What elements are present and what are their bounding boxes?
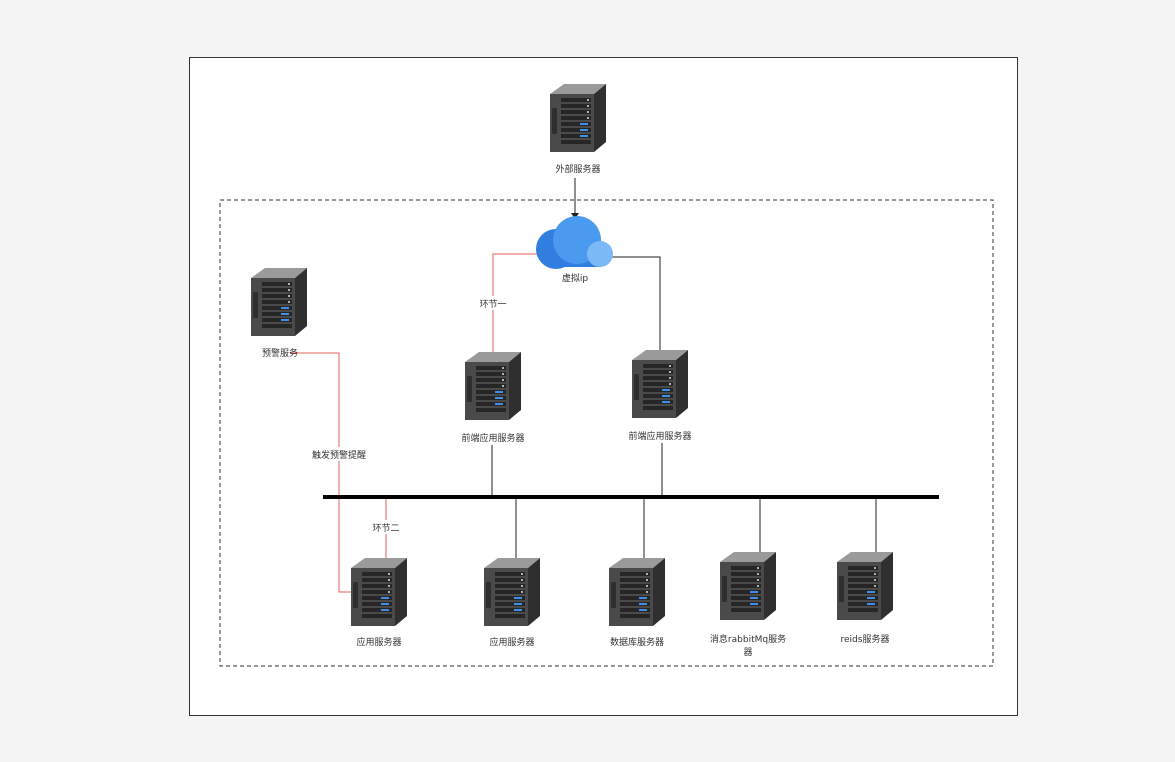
database-server-label: 数据库服务器 bbox=[610, 636, 664, 648]
frontend-server-1-node[interactable]: 前端应用服务器 bbox=[461, 352, 525, 444]
virtual-ip-node[interactable]: 虚拟ip bbox=[536, 216, 613, 284]
server-icon bbox=[351, 558, 407, 626]
alert-service-node[interactable]: 预警服务 bbox=[251, 268, 307, 359]
external-server-node[interactable]: 外部服务器 bbox=[550, 84, 606, 175]
alert-service-label: 预警服务 bbox=[262, 347, 298, 359]
server-icon bbox=[632, 350, 688, 418]
frontend-server-1-label: 前端应用服务器 bbox=[461, 432, 524, 444]
arrow-head-icon bbox=[571, 213, 579, 219]
frontend-server-2-node[interactable]: 前端应用服务器 bbox=[628, 350, 692, 442]
server-icon bbox=[609, 558, 665, 626]
redis-server-label: reids服务器 bbox=[841, 633, 890, 645]
cloud-icon bbox=[536, 216, 613, 269]
external-server-label: 外部服务器 bbox=[555, 163, 600, 175]
rabbitmq-server-node[interactable]: 消息rabbitMq服务 器 bbox=[710, 552, 786, 658]
diagram-canvas bbox=[189, 57, 1018, 716]
link-vip-to-frontend-2 bbox=[612, 256, 661, 352]
app-server-2-node[interactable]: 应用服务器 bbox=[484, 558, 540, 648]
frontend-server-2-label: 前端应用服务器 bbox=[628, 430, 691, 442]
rabbitmq-server-label-line2: 器 bbox=[743, 647, 752, 658]
server-icon bbox=[720, 552, 776, 620]
redis-server-node[interactable]: reids服务器 bbox=[837, 552, 893, 645]
virtual-ip-label: 虚拟ip bbox=[562, 272, 589, 284]
server-icon bbox=[465, 352, 521, 420]
server-icon bbox=[484, 558, 540, 626]
internal-network-zone bbox=[219, 199, 994, 667]
server-icon bbox=[550, 84, 606, 152]
server-icon bbox=[251, 268, 307, 336]
link-vip-to-frontend-1 bbox=[492, 253, 540, 352]
label-trigger-alert: 触发预警提醒 bbox=[312, 449, 366, 461]
app-server-1-label: 应用服务器 bbox=[356, 636, 401, 648]
label-segment-one: 环节一 bbox=[479, 299, 506, 310]
app-server-2-label: 应用服务器 bbox=[489, 636, 534, 648]
label-segment-two: 环节二 bbox=[372, 523, 399, 534]
link-alert-to-app-1 bbox=[290, 352, 352, 593]
app-server-1-node[interactable]: 应用服务器 bbox=[351, 558, 407, 648]
rabbitmq-server-label-line1: 消息rabbitMq服务 bbox=[710, 633, 786, 645]
server-icon bbox=[837, 552, 893, 620]
database-server-node[interactable]: 数据库服务器 bbox=[609, 558, 665, 648]
